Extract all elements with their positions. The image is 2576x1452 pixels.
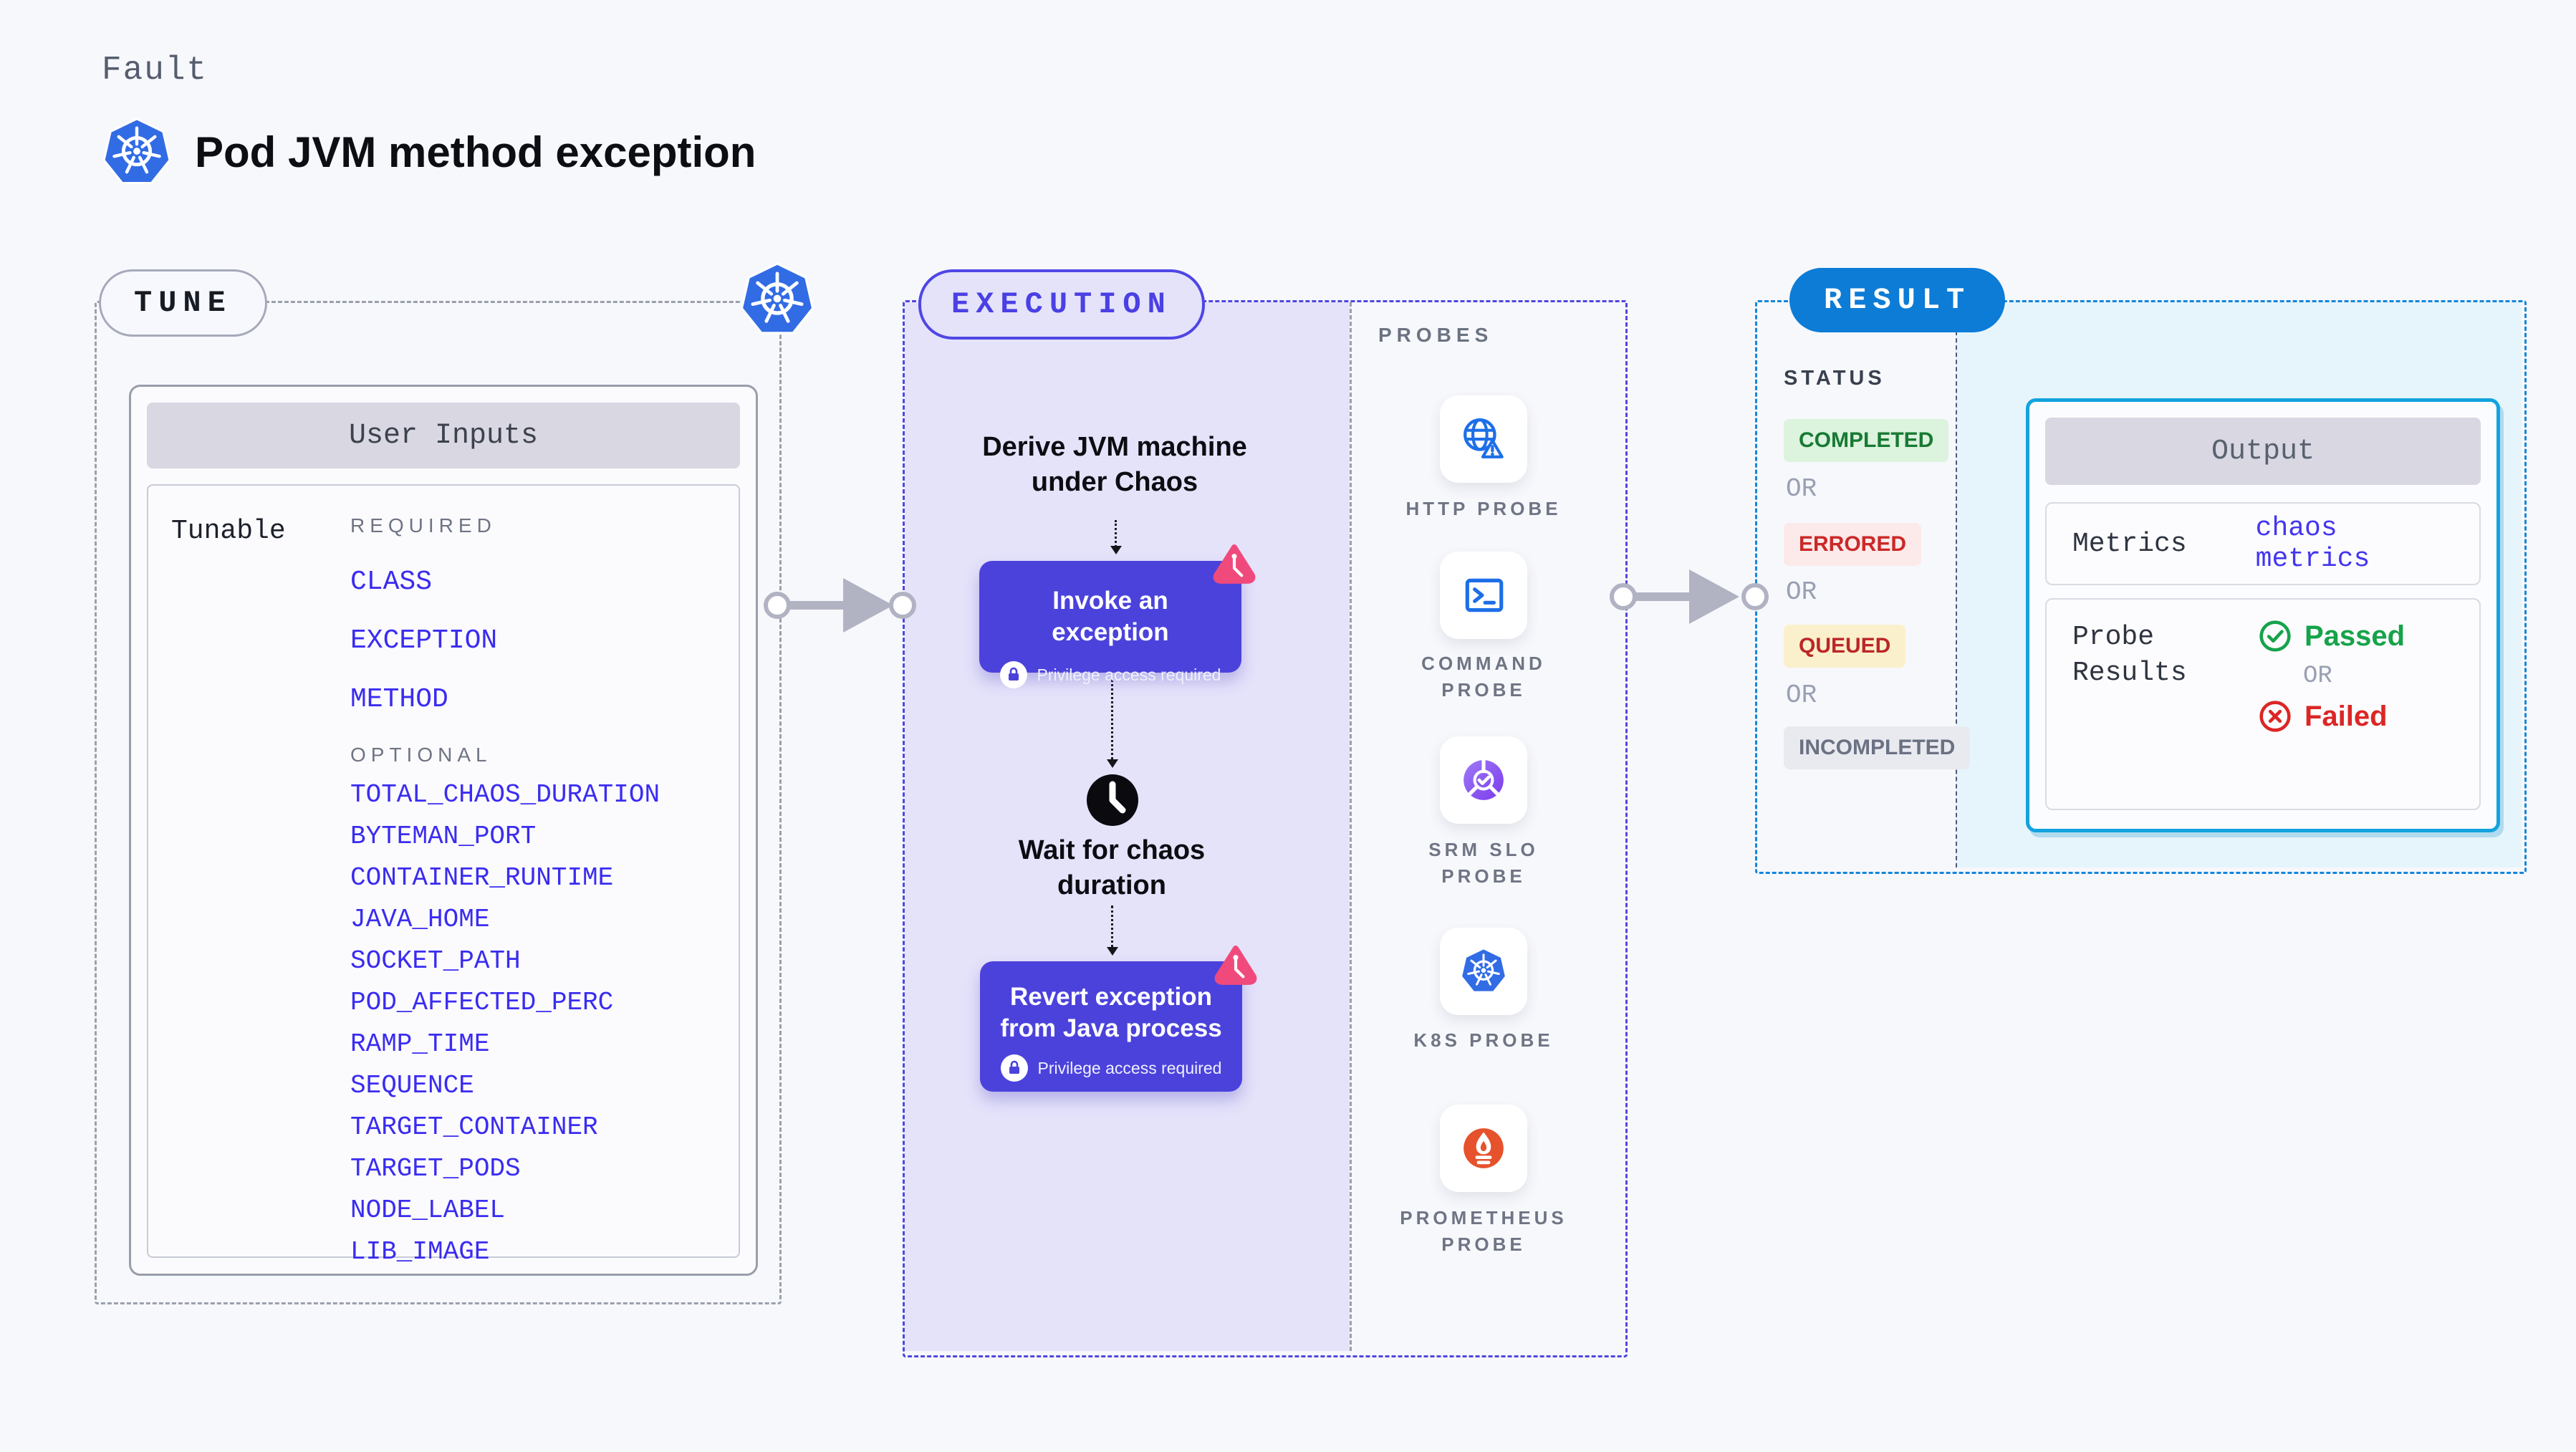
user-inputs-card: User Inputs Tunable REQUIRED CLASS EXCEP… xyxy=(129,385,758,1276)
litmus-chaos-icon xyxy=(1212,543,1256,587)
tune-section-box xyxy=(95,301,782,1304)
prometheus-flame-icon xyxy=(1460,1125,1507,1172)
flow-connector xyxy=(1107,679,1118,768)
litmus-chaos-icon xyxy=(1213,944,1258,989)
tune-to-execution-arrow xyxy=(764,578,916,633)
command-probe-card xyxy=(1440,552,1527,639)
invoke-exception-step: Invoke an exception Privilege access req… xyxy=(979,561,1241,688)
revert-exception-step: Revert exception from Java process Privi… xyxy=(980,961,1242,1092)
status-badge-errored: ERRORED xyxy=(1784,523,1922,566)
fault-kicker: Fault xyxy=(102,52,208,89)
tunable-link-lib-image[interactable]: LIB_IMAGE xyxy=(350,1237,490,1266)
probe-results-row: Probe Results Passed OR Failed xyxy=(2045,598,2481,810)
optional-label: OPTIONAL xyxy=(350,744,492,766)
globe-alert-icon xyxy=(1460,415,1507,463)
derive-step-text: Derive JVM machine under Chaos xyxy=(982,432,1247,497)
execution-badge: EXECUTION xyxy=(918,269,1205,340)
terminal-icon xyxy=(1460,572,1507,619)
probe-results-label: Probe Results xyxy=(2072,622,2187,688)
flow-connector xyxy=(1110,520,1122,554)
tunable-link-container-runtime[interactable]: CONTAINER_RUNTIME xyxy=(350,863,614,893)
flow-connector xyxy=(1107,905,1118,956)
tunable-link-byteman-port[interactable]: BYTEMAN_PORT xyxy=(350,822,537,851)
kubernetes-icon xyxy=(1460,948,1507,995)
required-label: REQUIRED xyxy=(350,514,496,537)
kubernetes-icon xyxy=(102,117,172,188)
passed-label: Passed xyxy=(2305,620,2406,652)
tunable-link-class[interactable]: CLASS xyxy=(350,567,433,597)
check-circle-icon xyxy=(2259,620,2292,653)
srm-slo-probe-card xyxy=(1440,736,1527,824)
status-badge-queued: QUEUED xyxy=(1784,625,1906,668)
http-probe-card xyxy=(1440,395,1527,483)
tunable-link-target-container[interactable]: TARGET_CONTAINER xyxy=(350,1112,598,1142)
wait-step-text: Wait for chaos duration xyxy=(1018,835,1206,900)
tunable-link-method[interactable]: METHOD xyxy=(350,684,448,715)
tunable-link-pod-affected-perc[interactable]: POD_AFFECTED_PERC xyxy=(350,988,614,1017)
k8s-probe-card xyxy=(1440,928,1527,1015)
probes-label: PROBES xyxy=(1378,324,1494,346)
tunable-link-node-label[interactable]: NODE_LABEL xyxy=(350,1196,506,1225)
metrics-value-link[interactable]: chaos metrics xyxy=(2255,513,2370,574)
or-separator: OR xyxy=(1786,577,1817,607)
result-badge: RESULT xyxy=(1789,268,2006,332)
tunable-link-exception[interactable]: EXCEPTION xyxy=(350,625,498,656)
lock-icon xyxy=(1000,1054,1028,1082)
user-inputs-title: User Inputs xyxy=(147,403,740,468)
clock-icon xyxy=(1085,773,1140,827)
output-title: Output xyxy=(2045,418,2481,485)
tune-badge: TUNE xyxy=(99,269,267,337)
or-separator: OR xyxy=(1786,681,1817,710)
tunable-link-target-pods[interactable]: TARGET_PODS xyxy=(350,1154,521,1183)
probes-separator xyxy=(1350,302,1352,1351)
metrics-label: Metrics xyxy=(2072,528,2187,559)
failed-label: Failed xyxy=(2305,700,2388,732)
metrics-row: Metrics chaos metrics xyxy=(2045,502,2481,585)
command-probe-label: COMMAND PROBE xyxy=(1421,653,1546,701)
invoke-step-title: Invoke an exception xyxy=(1052,587,1169,646)
http-probe-label: HTTP PROBE xyxy=(1405,498,1562,519)
slo-pie-check-icon xyxy=(1460,756,1507,804)
status-label: STATUS xyxy=(1784,367,1885,390)
tunable-link-ramp-time[interactable]: RAMP_TIME xyxy=(350,1029,490,1059)
status-badge-incompleted: INCOMPLETED xyxy=(1784,726,1971,769)
tunable-link-socket-path[interactable]: SOCKET_PATH xyxy=(350,946,521,976)
prometheus-probe-label: PROMETHEUS PROBE xyxy=(1400,1207,1567,1255)
page-title: Pod JVM method exception xyxy=(195,128,756,176)
execution-to-result-arrow xyxy=(1610,569,1769,624)
srm-slo-probe-label: SRM SLO PROBE xyxy=(1428,839,1539,887)
output-card: Output Metrics chaos metrics Probe Resul… xyxy=(2026,398,2500,832)
privilege-note: Privilege access required xyxy=(1037,665,1221,684)
tunable-link-total-chaos-duration[interactable]: TOTAL_CHAOS_DURATION xyxy=(350,780,660,809)
x-circle-icon xyxy=(2259,700,2292,733)
tunable-link-java-home[interactable]: JAVA_HOME xyxy=(350,905,490,934)
or-separator: OR xyxy=(2303,663,2332,690)
execution-area xyxy=(905,302,1350,1351)
privilege-note: Privilege access required xyxy=(1037,1058,1222,1077)
revert-step-title: Revert exception from Java process xyxy=(1000,983,1222,1042)
k8s-probe-label: K8S PROBE xyxy=(1413,1029,1554,1051)
tunable-link-sequence[interactable]: SEQUENCE xyxy=(350,1071,474,1100)
execution-section-box xyxy=(903,300,1628,1357)
prometheus-probe-card xyxy=(1440,1105,1527,1192)
tunables-panel: Tunable REQUIRED CLASS EXCEPTION METHOD … xyxy=(147,484,740,1265)
or-separator: OR xyxy=(1786,474,1817,504)
lock-icon xyxy=(999,661,1027,688)
status-badge-completed: COMPLETED xyxy=(1784,419,1949,462)
tunable-row-label: Tunable xyxy=(171,516,286,547)
kubernetes-icon xyxy=(739,262,815,338)
